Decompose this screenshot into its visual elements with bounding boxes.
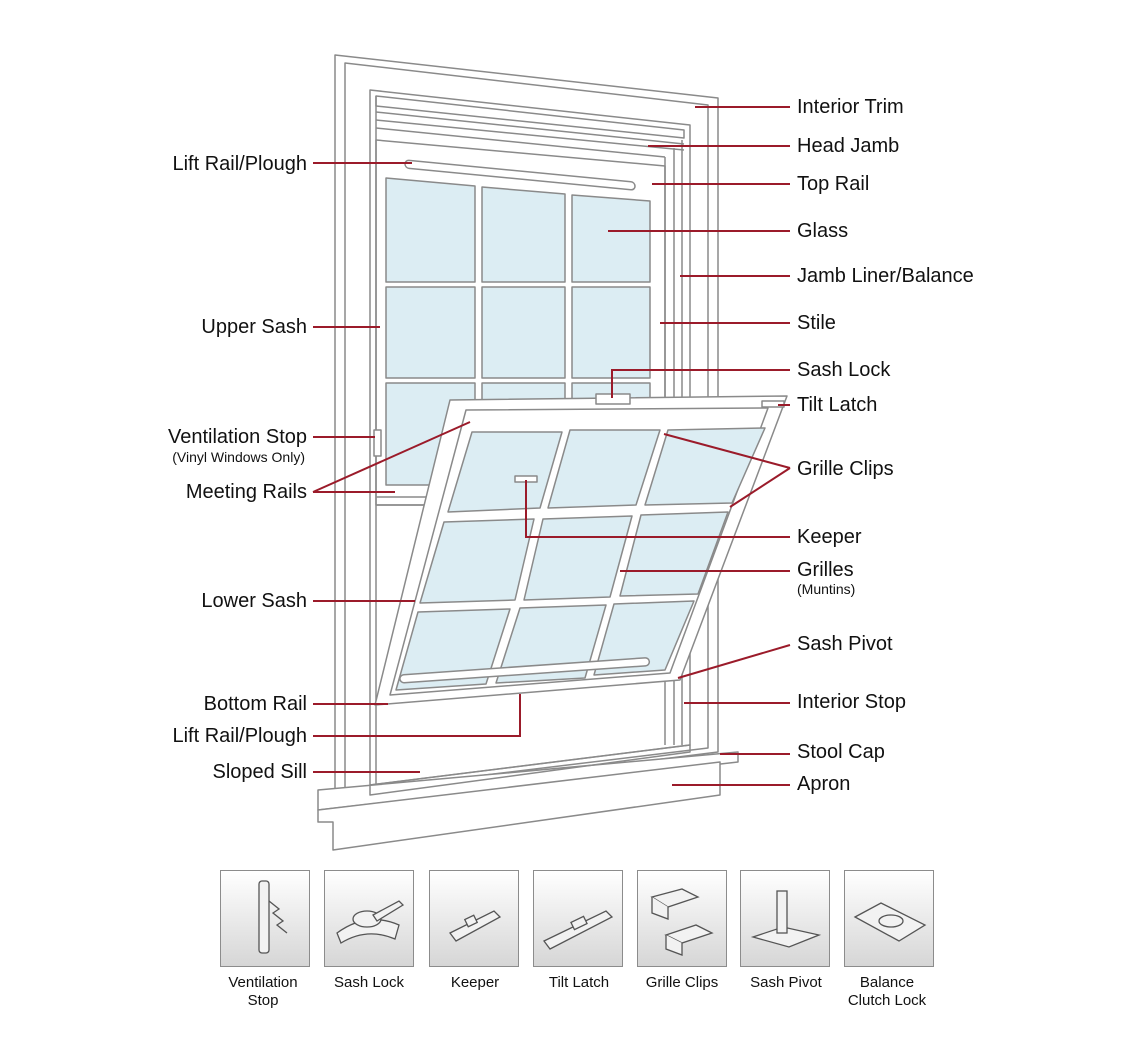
label-head-jamb: Head Jamb	[797, 135, 900, 157]
part-caption: Sash Pivot	[750, 974, 822, 991]
tilt-latch-icon	[533, 870, 623, 967]
sash-lock-icon	[324, 870, 414, 967]
label-apron: Apron	[797, 773, 851, 795]
label-ventilation-stop: Ventilation Stop	[168, 426, 307, 448]
label-lower-sash: Lower Sash	[201, 590, 307, 612]
label-stile: Stile	[797, 312, 836, 334]
apron	[317, 761, 721, 851]
label-interior-trim: Interior Trim	[797, 96, 904, 118]
label-sash-pivot: Sash Pivot	[797, 633, 893, 655]
label-sash-lock: Sash Lock	[797, 359, 891, 381]
label-lift-rail-bottom: Lift Rail/Plough	[172, 725, 307, 747]
part-caption: Ventilation Stop	[228, 974, 298, 1009]
label-glass: Glass	[797, 220, 849, 242]
label-bottom-rail: Bottom Rail	[203, 693, 307, 715]
label-top-rail: Top Rail	[797, 173, 870, 195]
part-caption: Balance Clutch Lock	[847, 974, 927, 1009]
label-grille-clips: Grille Clips	[797, 458, 894, 480]
label-interior-stop: Interior Stop	[797, 691, 906, 713]
label-meeting-rails: Meeting Rails	[185, 481, 307, 503]
label-tilt-latch: Tilt Latch	[797, 394, 878, 416]
label-grilles-note: (Muntins)	[797, 581, 856, 597]
grille-clips-icon	[637, 870, 727, 967]
sash-pivot-icon	[740, 870, 830, 967]
part-caption: Keeper	[450, 974, 500, 991]
label-sloped-sill: Sloped Sill	[212, 761, 307, 783]
sash-lock-part	[595, 393, 631, 405]
label-lift-rail-top: Lift Rail/Plough	[172, 153, 307, 175]
balance-clutch-lock-icon	[844, 870, 934, 967]
label-jamb-liner: Jamb Liner/Balance	[797, 265, 974, 287]
keeper-icon	[429, 870, 519, 967]
part-caption: Tilt Latch	[548, 974, 610, 991]
label-keeper: Keeper	[797, 526, 862, 548]
trim-inner	[344, 62, 709, 793]
label-grilles: Grilles	[797, 559, 854, 581]
part-caption: Grille Clips	[645, 974, 719, 991]
label-stool-cap: Stool Cap	[797, 741, 885, 763]
sloped-sill	[369, 744, 691, 796]
label-ventilation-stop-note: (Vinyl Windows Only)	[172, 449, 305, 465]
ventilation-stop-icon	[220, 870, 310, 967]
part-caption: Sash Lock	[333, 974, 405, 991]
label-upper-sash: Upper Sash	[201, 316, 307, 338]
